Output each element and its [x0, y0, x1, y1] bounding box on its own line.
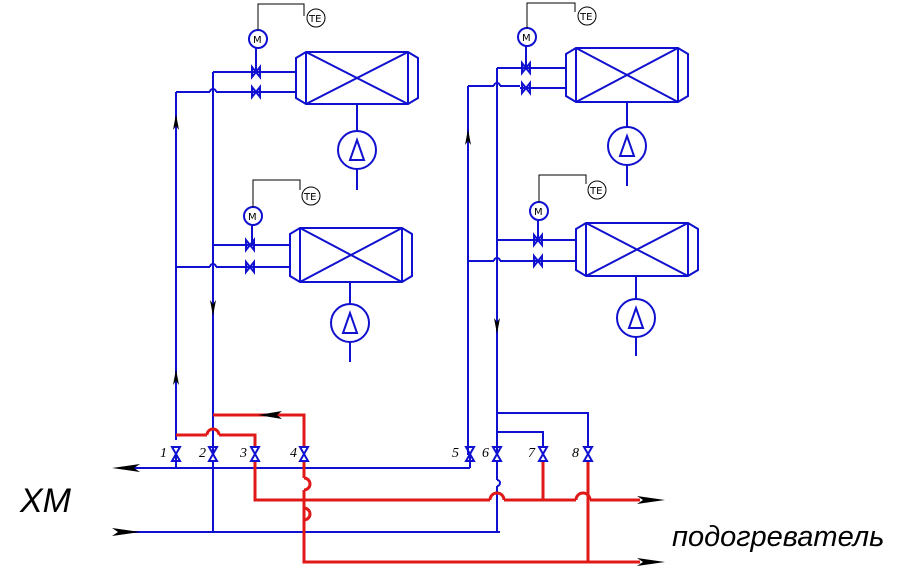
valve-label-3: 3 — [239, 446, 247, 461]
temp-sensor-icon: ТЕ — [308, 14, 321, 25]
motor-icon: М — [534, 207, 543, 218]
temp-sensor-icon: ТЕ — [579, 12, 592, 23]
valve-labels: 1 2 3 4 5 6 7 8 — [160, 446, 579, 461]
valve-label-1: 1 — [160, 446, 167, 461]
temp-sensor-icon: ТЕ — [589, 186, 602, 197]
heat-exchanger-4: М ТЕ — [529, 174, 699, 356]
motor-icon: М — [248, 212, 257, 223]
red-hot-piping — [176, 413, 640, 564]
valve-label-2: 2 — [199, 446, 206, 461]
right-flow-arrows — [465, 129, 500, 334]
valve-5-icon[interactable] — [464, 446, 476, 462]
temp-sensor-icon: ТЕ — [303, 192, 316, 203]
valve-3-icon[interactable] — [249, 446, 261, 462]
valve-2-icon[interactable] — [207, 446, 219, 462]
label-xm: ХМ — [19, 482, 72, 520]
valve-8-icon[interactable] — [582, 446, 594, 462]
valve-6-icon[interactable] — [491, 446, 503, 462]
left-blue-piping — [120, 71, 500, 533]
valve-7-icon[interactable] — [537, 446, 549, 462]
motor-icon: М — [522, 33, 531, 44]
left-flow-arrows — [173, 114, 216, 385]
valve-4-icon[interactable] — [298, 446, 310, 462]
heat-exchanger-1: М ТЕ — [248, 3, 419, 190]
valve-label-7: 7 — [528, 446, 536, 461]
valve-label-6: 6 — [482, 446, 489, 461]
main-line-arrows — [112, 411, 665, 566]
valve-label-8: 8 — [572, 446, 579, 461]
valve-label-4: 4 — [290, 446, 297, 461]
motor-icon: М — [253, 35, 262, 46]
heat-exchanger-2: М ТЕ — [243, 179, 413, 362]
heat-exchanger-3: М ТЕ — [517, 2, 689, 186]
valve-label-5: 5 — [452, 446, 459, 461]
label-heater: подогреватель — [672, 521, 884, 553]
right-blue-piping — [467, 67, 589, 532]
valve-1-icon[interactable] — [170, 446, 182, 462]
